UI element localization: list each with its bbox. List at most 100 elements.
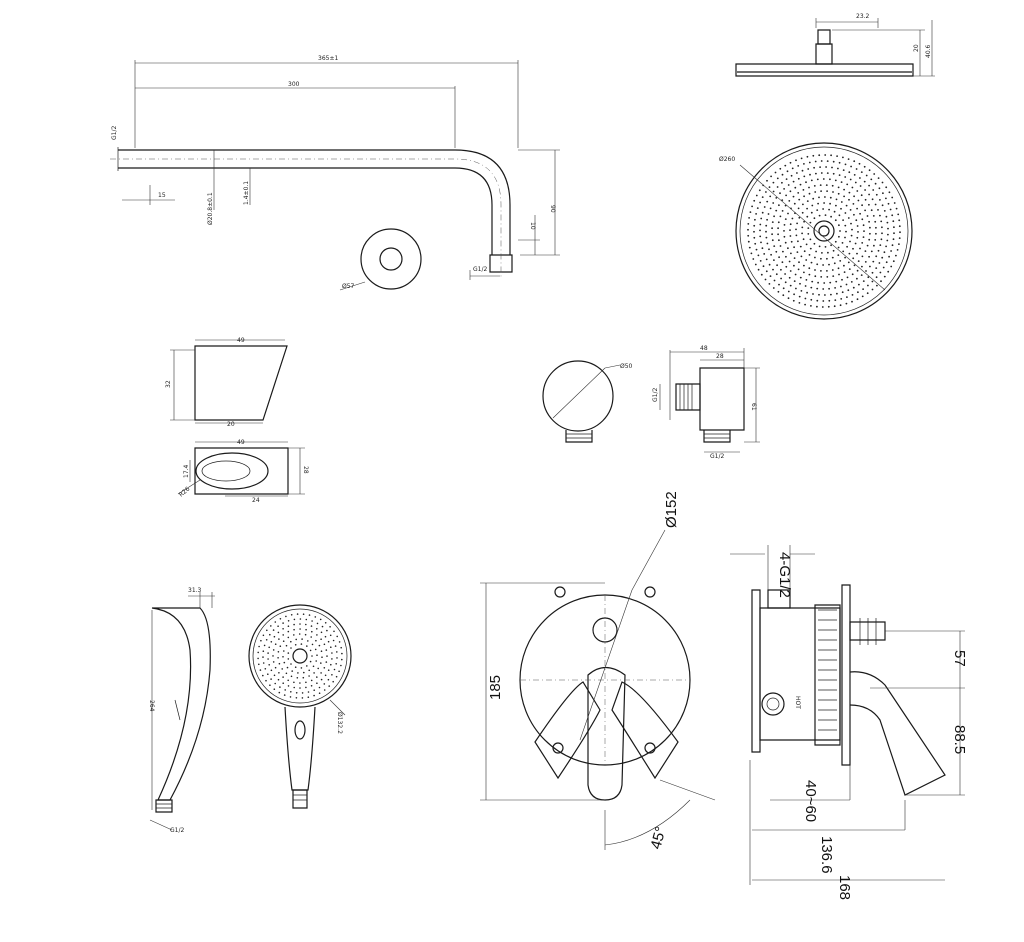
head-h1-dim: 20 xyxy=(913,44,920,52)
nozzle-dot xyxy=(315,660,318,662)
shower-head-side-drawing xyxy=(735,18,935,77)
nozzle-dot xyxy=(809,247,812,250)
nozzle-dot xyxy=(831,184,834,187)
nozzle-dot xyxy=(290,691,292,693)
nozzle-dot xyxy=(784,273,786,275)
nozzle-dot xyxy=(279,686,281,688)
nozzle-dot xyxy=(846,245,848,248)
nozzle-dot xyxy=(772,202,775,204)
nozzle-dot xyxy=(861,265,863,268)
nozzle-dot xyxy=(273,688,276,690)
nozzle-dot xyxy=(287,636,290,639)
nozzle-dot xyxy=(315,639,317,642)
nozzle-dot xyxy=(808,161,811,164)
nozzle-dot xyxy=(876,284,878,287)
shower-head-top-drawing xyxy=(735,142,913,320)
nozzle-dot xyxy=(282,640,285,642)
nozzle-dot xyxy=(773,245,776,248)
nozzle-dot xyxy=(867,276,870,279)
nozzle-dot xyxy=(832,275,835,277)
nozzle-dot xyxy=(316,682,318,684)
nozzle-dot xyxy=(310,685,313,687)
nozzle-dot xyxy=(826,160,829,163)
nozzle-dot xyxy=(310,636,313,638)
nozzle-dot xyxy=(318,686,321,689)
nozzle-dot xyxy=(759,223,762,226)
nozzle-dot xyxy=(772,181,775,184)
nozzle-dot xyxy=(765,258,768,261)
nozzle-dot xyxy=(898,243,900,246)
nozzle-dot xyxy=(856,252,858,255)
nozzle-dot xyxy=(808,192,811,195)
nozzle-dot xyxy=(293,618,296,621)
nozzle-dot xyxy=(861,204,863,207)
nozzle-dot xyxy=(816,178,819,181)
nozzle-dot xyxy=(818,154,821,157)
nozzle-dot xyxy=(829,281,832,284)
nozzle-dot xyxy=(851,300,853,303)
nozzle-dot xyxy=(837,246,840,249)
nozzle-dot xyxy=(324,674,327,677)
nozzle-dot xyxy=(755,213,757,215)
nozzle-dot xyxy=(832,160,835,163)
nozzle-dot xyxy=(262,634,265,637)
nozzle-dot xyxy=(883,210,886,212)
nozzle-dot xyxy=(270,669,273,672)
nozzle-dot xyxy=(885,186,888,189)
nozzle-dot xyxy=(282,676,284,678)
nozzle-dot xyxy=(868,220,870,223)
nozzle-dot xyxy=(826,276,829,278)
nozzle-dot xyxy=(260,639,262,642)
nozzle-dot xyxy=(262,674,264,677)
nozzle-dot xyxy=(781,173,784,176)
nozzle-dot xyxy=(787,212,789,215)
nozzle-dot xyxy=(891,214,894,217)
nozzle-dot xyxy=(875,255,878,258)
nozzle-dot xyxy=(789,270,792,272)
nozzle-dot xyxy=(290,647,292,649)
nozzle-dot xyxy=(331,652,333,654)
nozzle-dot xyxy=(769,195,772,198)
nozzle-dot xyxy=(897,213,900,216)
nozzle-dot xyxy=(896,249,899,251)
nozzle-dot xyxy=(845,283,848,286)
nozzle-dot xyxy=(313,672,315,674)
nozzle-dot xyxy=(855,219,858,222)
head-diameter: Ø260 xyxy=(719,156,735,163)
nozzle-dot xyxy=(885,215,888,218)
nozzle-dot xyxy=(864,189,866,191)
holder-top-width: 49 xyxy=(237,337,245,344)
nozzle-dot xyxy=(803,195,805,198)
nozzle-dot xyxy=(792,195,795,198)
nozzle-dot xyxy=(802,238,805,241)
nozzle-dot xyxy=(793,257,796,259)
nozzle-dot xyxy=(307,640,309,642)
nozzle-dot xyxy=(845,230,847,233)
nozzle-dot xyxy=(293,623,295,626)
nozzle-dot xyxy=(808,254,811,256)
nozzle-dot xyxy=(850,281,853,283)
nozzle-dot xyxy=(835,280,838,283)
nozzle-dot xyxy=(318,692,321,694)
nozzle-dot xyxy=(310,625,313,627)
nozzle-dot xyxy=(856,277,858,280)
nozzle-dot xyxy=(778,239,780,242)
nozzle-dot xyxy=(783,224,786,226)
arm-inlet-thread: G1/2 xyxy=(111,126,118,140)
nozzle-dot xyxy=(813,217,816,220)
nozzle-dot xyxy=(341,658,343,661)
nozzle-dot xyxy=(340,664,342,667)
nozzle-dot xyxy=(282,628,284,630)
nozzle-dot xyxy=(267,652,269,654)
nozzle-dot xyxy=(862,224,865,227)
nozzle-dot xyxy=(840,201,843,203)
nozzle-dot xyxy=(822,178,825,180)
nozzle-dot xyxy=(881,232,883,235)
nozzle-dot xyxy=(329,634,332,637)
nozzle-dot xyxy=(820,257,822,260)
nozzle-dot xyxy=(767,213,770,215)
nozzle-dot xyxy=(806,207,808,210)
nozzle-dot xyxy=(859,185,862,187)
